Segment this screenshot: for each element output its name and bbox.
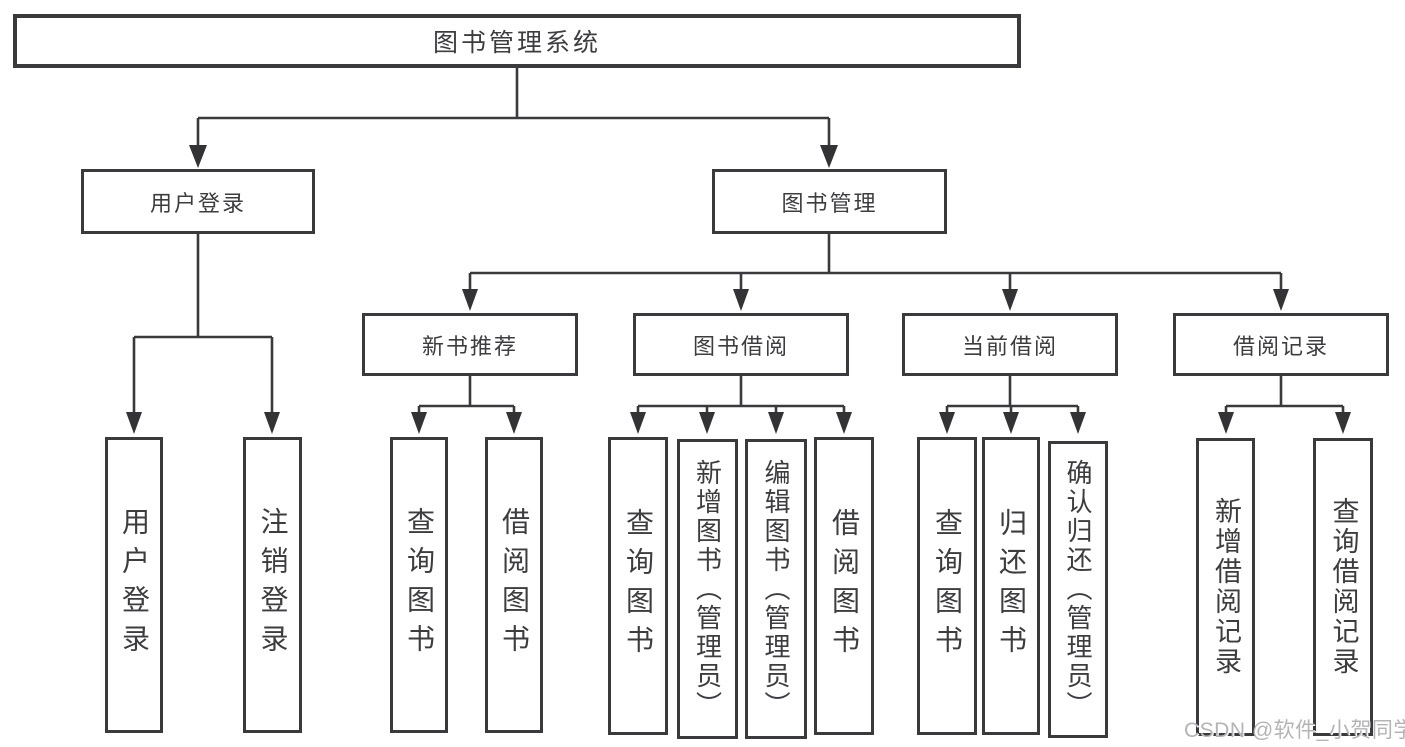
- leaf-query-borrow-record: 查询借阅记录: [1313, 438, 1373, 736]
- node-user-login: 用户登录: [81, 169, 315, 234]
- node-book-management: 图书管理: [712, 169, 947, 234]
- node-borrowing-records: 借阅记录: [1173, 313, 1389, 376]
- leaf-label: 用户登录: [119, 507, 150, 663]
- leaf-label: 确认归还（管理员）: [1063, 459, 1093, 720]
- leaf-borrow-books-1: 借阅图书: [485, 437, 543, 733]
- leaf-add-books-admin: 新增图书（管理员）: [677, 439, 738, 739]
- leaf-confirm-return-admin: 确认归还（管理员）: [1048, 441, 1108, 738]
- leaf-query-books-3: 查询图书: [917, 437, 977, 735]
- leaf-return-books: 归还图书: [982, 437, 1040, 735]
- leaf-label: 借阅图书: [829, 508, 860, 664]
- leaf-label: 新增借阅记录: [1211, 497, 1241, 677]
- leaf-label: 查询借阅记录: [1328, 497, 1359, 677]
- node-new-book-recommend: 新书推荐: [362, 313, 578, 376]
- leaf-borrow-books-2: 借阅图书: [814, 437, 874, 735]
- leaf-label: 归还图书: [996, 508, 1027, 664]
- node-current-borrowing: 当前借阅: [902, 313, 1118, 376]
- csdn-watermark: CSDN @软件_小贺同学: [1184, 719, 1405, 742]
- leaf-logout: 注销登录: [243, 437, 302, 733]
- leaf-query-books-1: 查询图书: [390, 437, 448, 733]
- leaf-label: 注销登录: [257, 507, 289, 663]
- node-book-borrowing: 图书借阅: [633, 313, 849, 376]
- leaf-label: 查询图书: [623, 508, 654, 664]
- leaf-query-books-2: 查询图书: [608, 437, 668, 735]
- leaf-label: 借阅图书: [499, 507, 530, 663]
- leaf-user-login: 用户登录: [105, 437, 163, 733]
- leaf-label: 查询图书: [404, 507, 435, 663]
- leaf-label: 编辑图书（管理员）: [761, 458, 791, 720]
- node-library-system: 图书管理系统: [13, 14, 1021, 68]
- leaf-label: 查询图书: [932, 508, 963, 664]
- leaf-edit-books-admin: 编辑图书（管理员）: [745, 439, 807, 739]
- leaf-label: 新增图书（管理员）: [692, 458, 723, 720]
- leaf-add-borrow-record: 新增借阅记录: [1196, 438, 1255, 736]
